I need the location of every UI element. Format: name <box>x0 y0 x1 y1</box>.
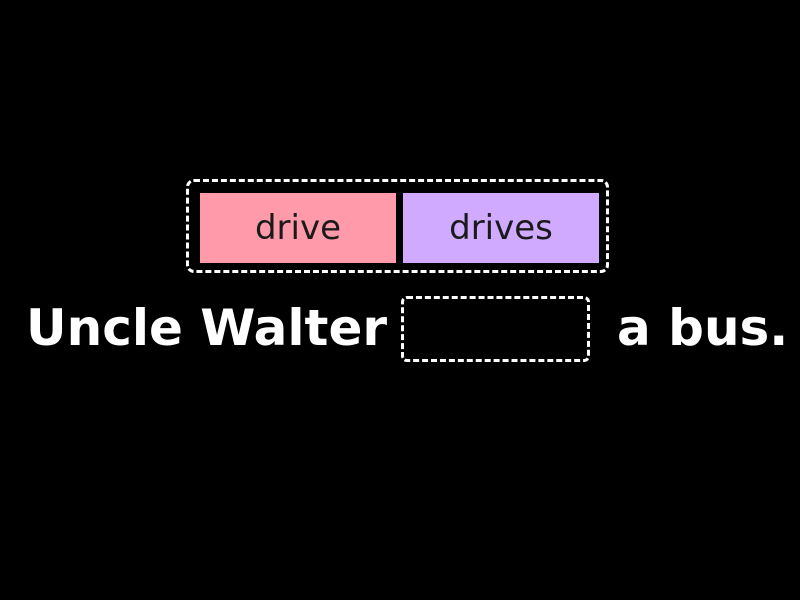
sentence-before-blank: Uncle Walter <box>26 299 388 357</box>
word-bank <box>186 179 609 273</box>
sentence-after-blank: a bus. <box>617 299 789 357</box>
answer-drop-slot[interactable] <box>401 296 590 362</box>
choice-tile-drives[interactable]: drives <box>401 191 601 265</box>
choice-tile-drive[interactable]: drive <box>198 191 398 265</box>
